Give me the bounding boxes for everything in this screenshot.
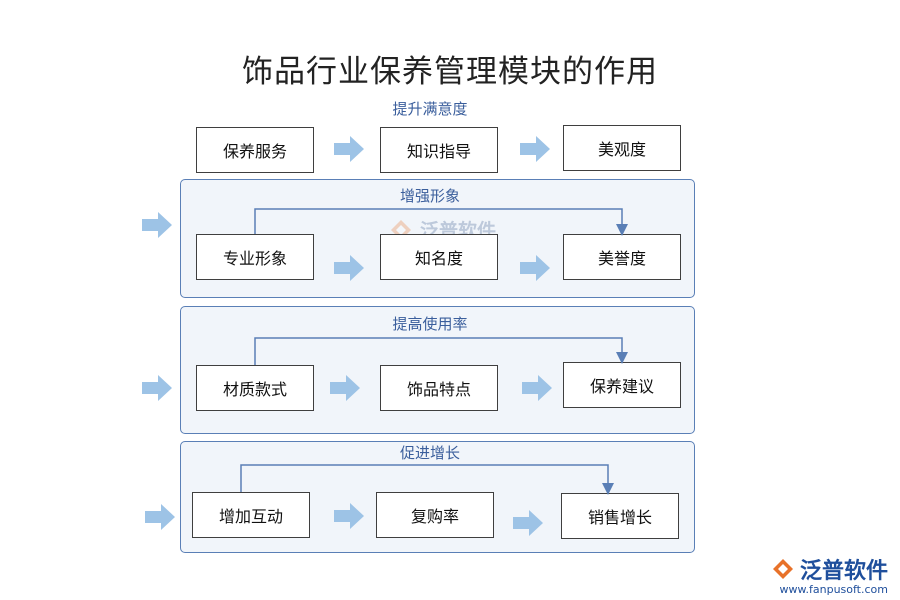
node-sales-growth: 销售增长 (561, 493, 679, 539)
node-interaction: 增加互动 (192, 492, 310, 538)
node-knowledge-guidance: 知识指导 (380, 127, 498, 173)
brand-logo-icon (772, 559, 793, 579)
node-popularity: 知名度 (380, 234, 498, 280)
flow-arrow-icon (334, 503, 364, 529)
section-entry-arrow-icon (145, 504, 175, 530)
section-label-usage: 提高使用率 (392, 315, 468, 333)
flow-arrow-icon (520, 255, 550, 281)
section-label-image: 增强形象 (399, 187, 460, 205)
section-entry-arrow-icon (142, 375, 172, 401)
node-jewelry-features: 饰品特点 (380, 365, 498, 411)
flow-arrow-icon (334, 255, 364, 281)
node-maintenance-service: 保养服务 (196, 127, 314, 173)
node-maintenance-advice: 保养建议 (563, 362, 681, 408)
flow-arrow-icon (334, 136, 364, 162)
node-material-style: 材质款式 (196, 365, 314, 411)
flow-arrow-icon (513, 510, 543, 536)
node-appearance: 美观度 (563, 125, 681, 171)
node-repurchase-rate: 复购率 (376, 492, 494, 538)
brand-logo: 泛普软件 www.fanpusoft.com (758, 553, 888, 596)
node-professional-image: 专业形象 (196, 234, 314, 280)
brand-name: 泛普软件 (799, 559, 888, 584)
diagram-title: 饰品行业保养管理模块的作用 (242, 54, 658, 90)
section-label-satisfaction: 提升满意度 (392, 100, 468, 118)
section-entry-arrow-icon (142, 212, 172, 238)
brand-url: www.fanpusoft.com (779, 583, 888, 596)
section-label-growth: 促进增长 (399, 444, 460, 462)
flow-arrow-icon (520, 136, 550, 162)
flow-arrow-icon (522, 375, 552, 401)
flow-arrow-icon (330, 375, 360, 401)
node-reputation: 美誉度 (563, 234, 681, 280)
